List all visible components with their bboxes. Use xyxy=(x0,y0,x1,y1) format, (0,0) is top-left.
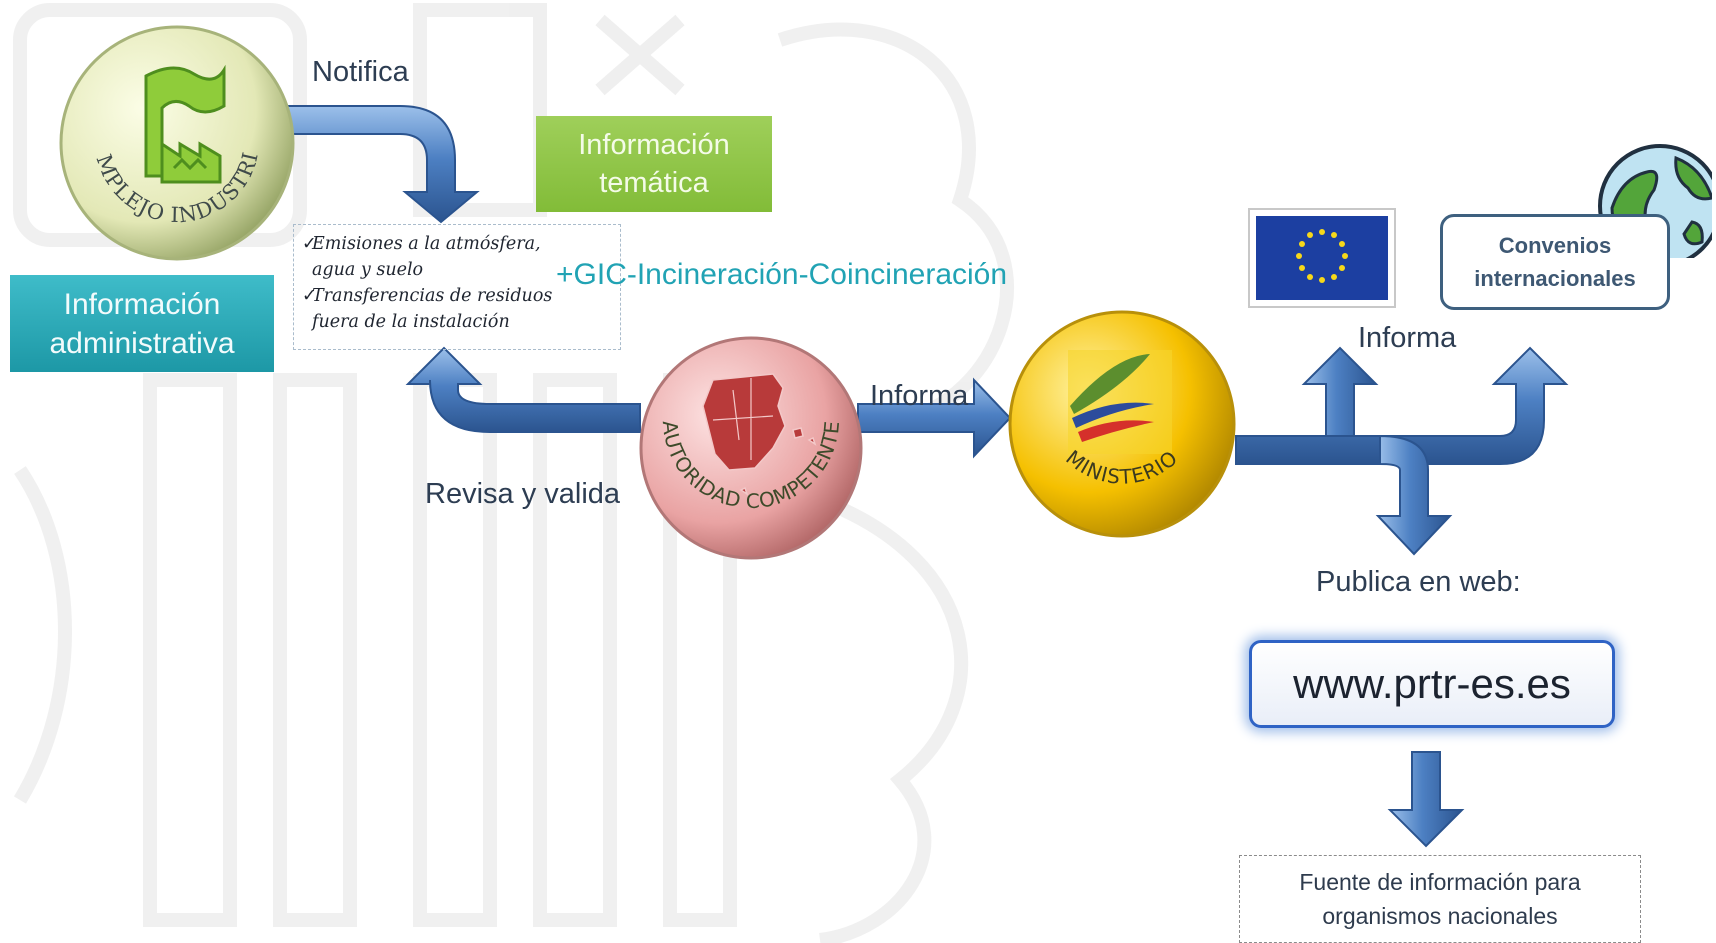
publica-down-arrow xyxy=(1387,751,1465,848)
emisiones-list: ✓Emisiones a la atmósfera, agua y suelo … xyxy=(293,224,621,350)
publica-label: Publica en web: xyxy=(1316,566,1521,598)
convenios-line1: Convenios xyxy=(1498,233,1612,258)
informa-arrow-ministerio xyxy=(857,377,1012,459)
autoridad-competente-node: AUTORIDAD COMPETENTE xyxy=(639,336,863,560)
notifica-arrow xyxy=(284,105,480,224)
factory-icon xyxy=(144,64,226,184)
info-tematica-line2: temática xyxy=(599,167,709,199)
gic-label: +GIC-Incineración-Coincineración xyxy=(556,258,1008,291)
info-tematica-line1: Información xyxy=(578,129,730,161)
info-admin-line1: Información xyxy=(63,287,221,321)
check-icon: ✓ xyxy=(302,234,317,254)
check-icon: ✓ xyxy=(302,286,317,306)
ministerio-logo-icon xyxy=(1070,354,1154,442)
info-tematica-box: Información temática xyxy=(536,116,772,212)
notifica-label: Notifica xyxy=(312,56,409,88)
eu-flag-icon xyxy=(1248,208,1396,308)
convenios-box: Convenios internacionales xyxy=(1440,214,1670,310)
convenios-line2: internacionales xyxy=(1474,266,1636,291)
revisa-arrow xyxy=(405,346,641,433)
spain-map-icon xyxy=(702,373,817,496)
info-admin-box: Información administrativa xyxy=(10,275,274,372)
fuente-line1: Fuente de información para xyxy=(1299,869,1581,895)
info-admin-line2: administrativa xyxy=(49,326,235,360)
ministerio-node: MINISTERIO xyxy=(1008,310,1236,538)
informa-internacional-label: Informa xyxy=(1358,322,1457,354)
list-item: ✓Emisiones a la atmósfera, xyxy=(302,231,620,257)
website-link[interactable]: www.prtr-es.es xyxy=(1249,640,1615,728)
list-item-cont: fuera de la instalación xyxy=(312,312,510,332)
informa-ministerio-label: Informa xyxy=(870,380,969,412)
fuente-line2: organismos nacionales xyxy=(1322,903,1558,929)
fuente-box: Fuente de información para organismos na… xyxy=(1239,855,1641,943)
complejo-industrial-node: COMPLEJO INDUSTRIAL xyxy=(52,18,295,261)
revisa-label: Revisa y valida xyxy=(425,478,621,510)
list-item: ✓Transferencias de residuos xyxy=(302,283,620,309)
list-item-cont: agua y suelo xyxy=(312,260,424,280)
distribution-arrows xyxy=(1235,346,1569,556)
